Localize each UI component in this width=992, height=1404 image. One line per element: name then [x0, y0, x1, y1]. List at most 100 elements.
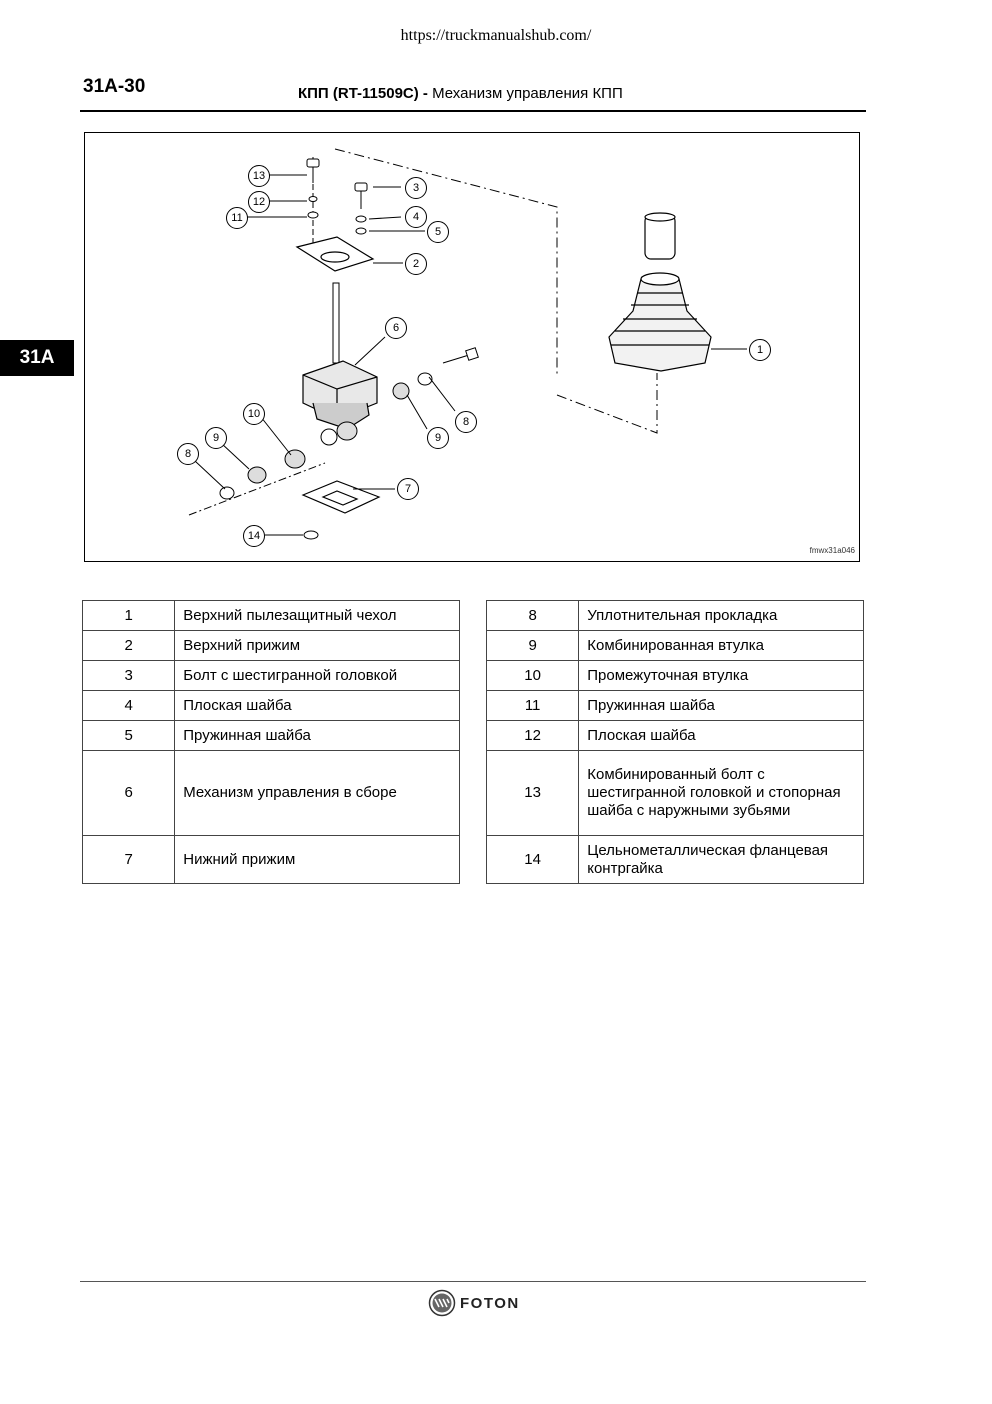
part-name: Механизм управления в сборе [174, 750, 460, 836]
part-number: 10 [485, 660, 580, 691]
bolt-3 [354, 182, 368, 235]
callout-2-label: 2 [412, 258, 420, 270]
part-number: 6 [81, 750, 176, 836]
callout-13: 13 [248, 165, 270, 187]
side-bolt [320, 347, 479, 446]
page-number: 31A-30 [83, 76, 146, 97]
callout-5-label: 5 [434, 226, 442, 238]
callout-1-label: 1 [756, 344, 764, 356]
callout-8-right: 8 [455, 411, 477, 433]
part-number: 4 [81, 690, 176, 721]
part-name: Цельнометаллическая фланцевая контргайка [578, 835, 864, 884]
callout-8-left-label: 8 [184, 448, 192, 460]
part-name: Болт с шестигранной головкой [174, 660, 460, 691]
callout-8-right-label: 8 [462, 416, 470, 428]
part-name: Комбинированная втулка [578, 630, 864, 661]
callout-9-left: 9 [205, 427, 227, 449]
flange-nut [303, 530, 319, 540]
header-divider [80, 110, 866, 112]
part-name: Нижний прижим [174, 835, 460, 884]
callout-14-label: 14 [247, 530, 261, 542]
upper-clamp [295, 236, 375, 272]
control-mechanism [302, 360, 378, 430]
callout-13-label: 13 [252, 170, 266, 182]
chapter-tab: 31A [0, 340, 74, 376]
left-bushings [219, 449, 306, 500]
callout-4-label: 4 [412, 211, 420, 223]
part-number: 9 [485, 630, 580, 661]
part-number: 11 [485, 690, 580, 721]
exploded-diagram-drawing [188, 148, 747, 540]
page-title: КПП (RT-11509C) - Механизм управления КП… [298, 85, 623, 102]
callout-10-label: 10 [247, 408, 261, 420]
part-name: Верхний прижим [174, 630, 460, 661]
part-name: Комбинированный болт с шестигранной голо… [578, 750, 864, 836]
part-name: Плоская шайба [174, 690, 460, 721]
part-number: 14 [485, 835, 580, 884]
part-number: 2 [81, 630, 176, 661]
source-url: https://truckmanualshub.com/ [400, 27, 592, 44]
callout-9-right-label: 9 [434, 432, 442, 444]
callout-9-right: 9 [427, 427, 449, 449]
callout-8-left: 8 [177, 443, 199, 465]
callout-7: 7 [397, 478, 419, 500]
part-number: 13 [485, 750, 580, 836]
part-name: Промежуточная втулка [578, 660, 864, 691]
footer-divider [80, 1281, 866, 1282]
part-name: Верхний пылезащитный чехол [174, 600, 460, 631]
callout-1: 1 [749, 339, 771, 361]
brand-logo: FOTON [428, 1289, 520, 1317]
part-name: Плоская шайба [578, 720, 864, 751]
part-number: 12 [485, 720, 580, 751]
page-title-model: КПП (RT-11509C) - [298, 85, 428, 102]
callout-6: 6 [385, 317, 407, 339]
part-number: 3 [81, 660, 176, 691]
callout-3: 3 [405, 177, 427, 199]
part-number: 8 [485, 600, 580, 631]
part-number: 7 [81, 835, 176, 884]
part-number: 1 [81, 600, 176, 631]
foton-emblem-icon [428, 1289, 456, 1317]
callout-7-label: 7 [404, 483, 412, 495]
lower-clamp [301, 480, 381, 514]
callout-12-label: 12 [252, 196, 266, 208]
callout-4: 4 [405, 206, 427, 228]
callout-11-label: 11 [231, 212, 243, 224]
part-name: Уплотнительная прокладка [578, 600, 864, 631]
brand-name: FOTON [460, 1294, 520, 1312]
callout-12: 12 [248, 191, 270, 213]
page-title-section: Механизм управления КПП [427, 85, 623, 102]
callout-9-left-label: 9 [212, 432, 220, 444]
bolt-13 [306, 158, 320, 219]
exploded-diagram: 13 12 11 3 4 5 2 6 1 8 9 10 9 8 7 14 fmw… [84, 132, 860, 562]
callout-5: 5 [427, 221, 449, 243]
callout-10: 10 [243, 403, 265, 425]
callout-14: 14 [243, 525, 265, 547]
part-number: 5 [81, 720, 176, 751]
figure-id: fmwx31a046 [809, 546, 855, 555]
callout-6-label: 6 [392, 322, 400, 334]
part-name: Пружинная шайба [578, 690, 864, 721]
part-name: Пружинная шайба [174, 720, 460, 751]
callout-2: 2 [405, 253, 427, 275]
callout-3-label: 3 [412, 182, 420, 194]
callout-11: 11 [226, 207, 248, 229]
shift-lever [332, 282, 340, 364]
dust-boot [608, 212, 712, 372]
